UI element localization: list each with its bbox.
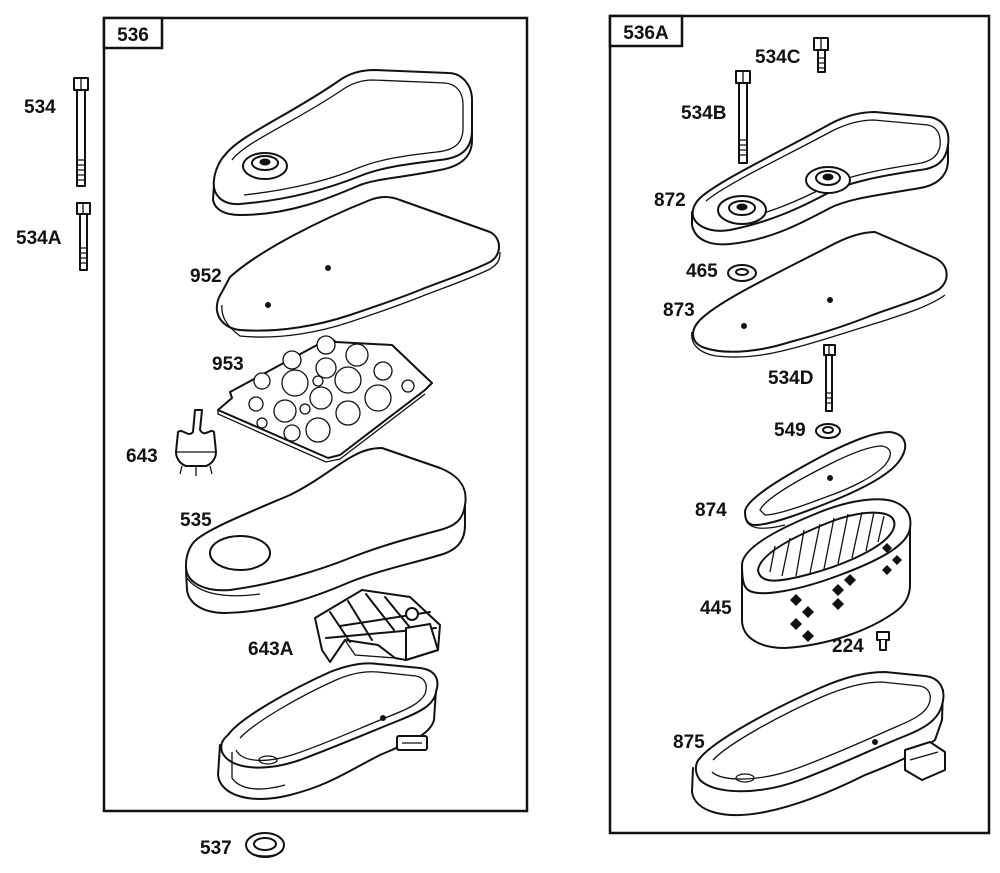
filter-pattern-marks — [790, 543, 902, 642]
bolt-534A — [76, 202, 91, 271]
kit-536A-frame: 536A — [608, 14, 991, 835]
kit-536A-label: 536A — [623, 23, 669, 44]
precleaner-535 — [184, 447, 467, 614]
label-224: 224 — [832, 636, 864, 657]
washer-465 — [727, 264, 757, 282]
label-643: 643 — [126, 446, 158, 467]
bolt-534B — [735, 70, 751, 164]
filter-element-445 — [741, 498, 912, 649]
grommet-537 — [245, 832, 285, 858]
clip-643 — [175, 409, 217, 476]
bolt-534C — [813, 37, 829, 73]
label-534B: 534B — [681, 103, 726, 124]
cover-872 — [691, 111, 950, 246]
label-534A: 534A — [16, 228, 62, 249]
label-549: 549 — [774, 420, 806, 441]
label-874: 874 — [695, 500, 727, 521]
label-535: 535 — [180, 510, 212, 531]
base-875 — [691, 671, 946, 816]
screw-224 — [876, 631, 890, 651]
label-534: 534 — [24, 97, 56, 118]
retainer-643A — [314, 589, 441, 663]
label-465: 465 — [686, 261, 718, 282]
kit-536-label: 536 — [117, 25, 149, 46]
bolt-534D — [823, 344, 836, 412]
label-643A: 643A — [248, 639, 294, 660]
kit-536-frame: 536 — [102, 16, 529, 813]
label-952: 952 — [190, 266, 222, 287]
label-875: 875 — [673, 732, 705, 753]
gasket-952 — [215, 196, 501, 338]
label-445: 445 — [700, 598, 732, 619]
washer-549 — [815, 423, 841, 439]
gasket-873 — [691, 231, 948, 358]
base-536 — [217, 662, 439, 800]
bolt-534 — [73, 77, 89, 187]
label-872: 872 — [654, 190, 686, 211]
gasket-874 — [744, 431, 907, 529]
label-953: 953 — [212, 354, 244, 375]
label-537: 537 — [200, 838, 232, 859]
label-873: 873 — [663, 300, 695, 321]
label-534D: 534D — [768, 368, 813, 389]
perforated-plate-953 — [217, 335, 433, 463]
label-534C: 534C — [755, 47, 801, 68]
top-cover-536 — [212, 69, 473, 216]
